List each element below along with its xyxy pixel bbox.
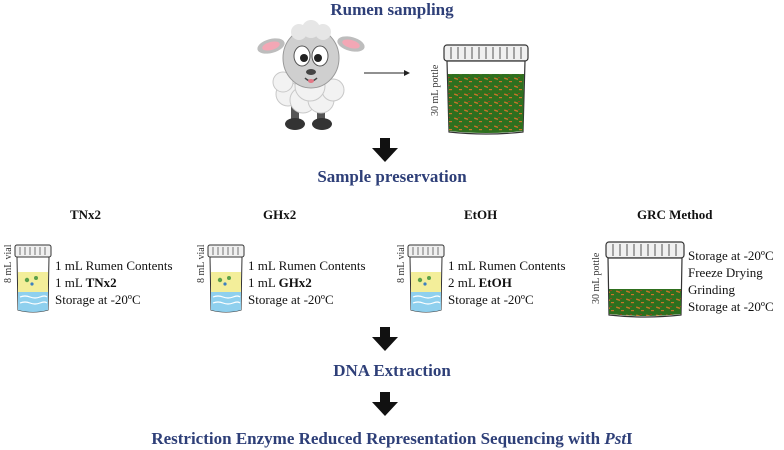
grc-step: Storage at -20ºC xyxy=(688,248,774,263)
heading-rumen-sampling: Rumen sampling xyxy=(330,0,454,19)
big-arrow-icon xyxy=(372,138,398,162)
pottle-icon-grc xyxy=(605,241,685,318)
pottle-label-grc: 30 mL pottle xyxy=(591,252,602,304)
big-arrow-icon xyxy=(372,327,398,351)
pottle-icon xyxy=(443,44,529,135)
method-title-tnx2: TNx2 xyxy=(70,207,102,222)
detail-reagent: GHx2 xyxy=(278,275,312,290)
arrow-sampling-icon xyxy=(364,70,410,76)
detail-line: Storage at -20ºC xyxy=(248,292,334,307)
grc-step: Storage at -20ºC xyxy=(688,299,774,314)
enzyme-name: Pst xyxy=(604,429,627,448)
detail-reagent: EtOH xyxy=(478,275,512,290)
heading-dna-extraction: DNA Extraction xyxy=(333,361,451,380)
method-title-grc: GRC Method xyxy=(637,207,713,222)
method-details-ghx2: 1 mL Rumen Contents 1 mL GHx2 Storage at… xyxy=(248,257,366,308)
grc-step: Freeze Drying xyxy=(688,265,763,280)
detail-line: 2 mL EtOH xyxy=(448,274,566,291)
grc-step: Grinding xyxy=(688,282,735,297)
vial-icon-tnx2 xyxy=(13,244,53,314)
detail-amount: 1 mL xyxy=(55,275,86,290)
detail-line: 1 mL Rumen Contents xyxy=(248,258,366,273)
detail-line: Storage at -20ºC xyxy=(55,292,141,307)
heading-sequencing-text: Restriction Enzyme Reduced Representatio… xyxy=(151,429,605,448)
method-details-etoh: 1 mL Rumen Contents 2 mL EtOH Storage at… xyxy=(448,257,566,308)
method-title-etoh: EtOH xyxy=(464,207,498,222)
heading-sequencing: Restriction Enzyme Reduced Representatio… xyxy=(0,429,784,449)
method-details-grc: Storage at -20ºC Freeze Drying Grinding … xyxy=(688,247,774,315)
method-details-tnx2: 1 mL Rumen Contents 1 mL TNx2 Storage at… xyxy=(55,257,173,308)
detail-amount: 1 mL xyxy=(248,275,279,290)
big-arrow-icon xyxy=(372,392,398,416)
detail-reagent: TNx2 xyxy=(85,275,117,290)
vial-icon-etoh xyxy=(406,244,446,314)
pottle-label: 30 mL pottle xyxy=(430,64,441,116)
detail-line: 1 mL GHx2 xyxy=(248,274,366,291)
method-title-ghx2: GHx2 xyxy=(263,207,297,222)
sheep-icon xyxy=(257,20,365,130)
detail-line: 1 mL Rumen Contents xyxy=(55,258,173,273)
enzyme-suffix: I xyxy=(626,429,633,448)
detail-line: 1 mL Rumen Contents xyxy=(448,258,566,273)
detail-line: Storage at -20ºC xyxy=(448,292,534,307)
detail-amount: 2 mL xyxy=(448,275,479,290)
detail-line: 1 mL TNx2 xyxy=(55,274,173,291)
heading-sample-preservation: Sample preservation xyxy=(317,167,467,186)
vial-icon-ghx2 xyxy=(206,244,246,314)
